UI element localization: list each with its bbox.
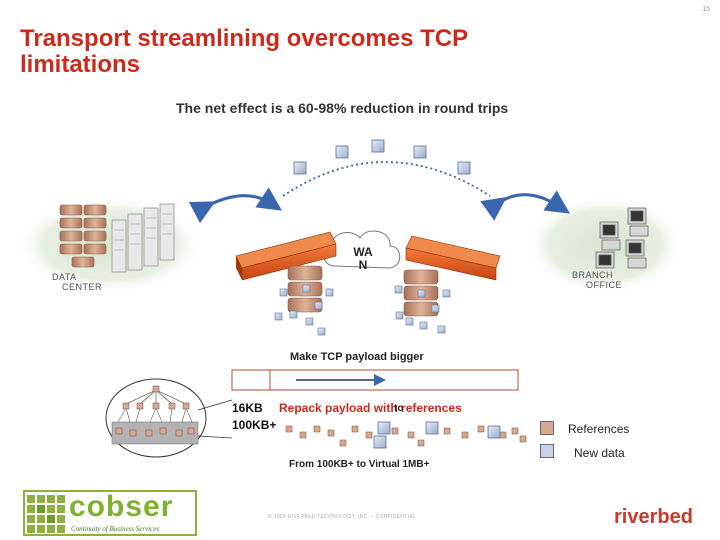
page-number: 15 <box>702 6 710 13</box>
right-cache-disks-icon <box>394 269 451 334</box>
from-to-label: From 100KB+ to Virtual 1MB+ <box>289 459 430 470</box>
cobser-logo: cobser Continuity of Business Services <box>23 490 197 536</box>
reference-tree-icon <box>105 378 233 458</box>
repack-label: Repack payload with references <box>279 401 462 415</box>
payload-bar <box>231 369 519 391</box>
wan-label: WA N <box>353 245 373 272</box>
size-large-label: 100KB+ <box>232 418 277 432</box>
slide-title: Transport streamlining overcomes TCP lim… <box>20 25 468 78</box>
payload-heading: Make TCP payload bigger <box>290 351 424 363</box>
legend-references-label: References <box>568 422 630 436</box>
cobser-wordmark: cobser <box>69 490 174 523</box>
to-label: to <box>394 403 404 414</box>
cobser-grid-icon <box>27 495 65 533</box>
wan-arc <box>282 161 491 197</box>
cobser-tagline: Continuity of Business Services <box>71 525 160 533</box>
right-sync-arrow <box>480 190 571 221</box>
data-center-disks-icon <box>59 204 107 268</box>
data-center-label: DATA CENTER <box>52 272 103 292</box>
legend-new-data-label: New data <box>574 446 625 460</box>
left-appliance-icon <box>235 231 337 281</box>
left-sync-arrow <box>188 187 282 224</box>
confidential-footer: © 2005 RIVERBED TECHNOLOGY, INC. – CONFI… <box>268 514 416 520</box>
branch-computers-icon <box>595 207 649 269</box>
packet-squares <box>293 139 471 175</box>
right-appliance-icon <box>405 235 501 281</box>
data-center-halo <box>15 195 205 295</box>
legend-new-data-swatch <box>540 444 554 458</box>
legend-references-swatch <box>540 421 554 435</box>
left-cache-disks-icon <box>274 265 334 336</box>
size-small-label: 16KB <box>232 401 263 415</box>
data-center-servers-icon <box>111 203 175 273</box>
slide-subtitle: The net effect is a 60-98% reduction in … <box>176 100 509 116</box>
riverbed-logo: riverbed <box>614 506 693 528</box>
payload-strip <box>285 421 527 449</box>
branch-office-label: BRANCH OFFICE <box>572 270 622 290</box>
